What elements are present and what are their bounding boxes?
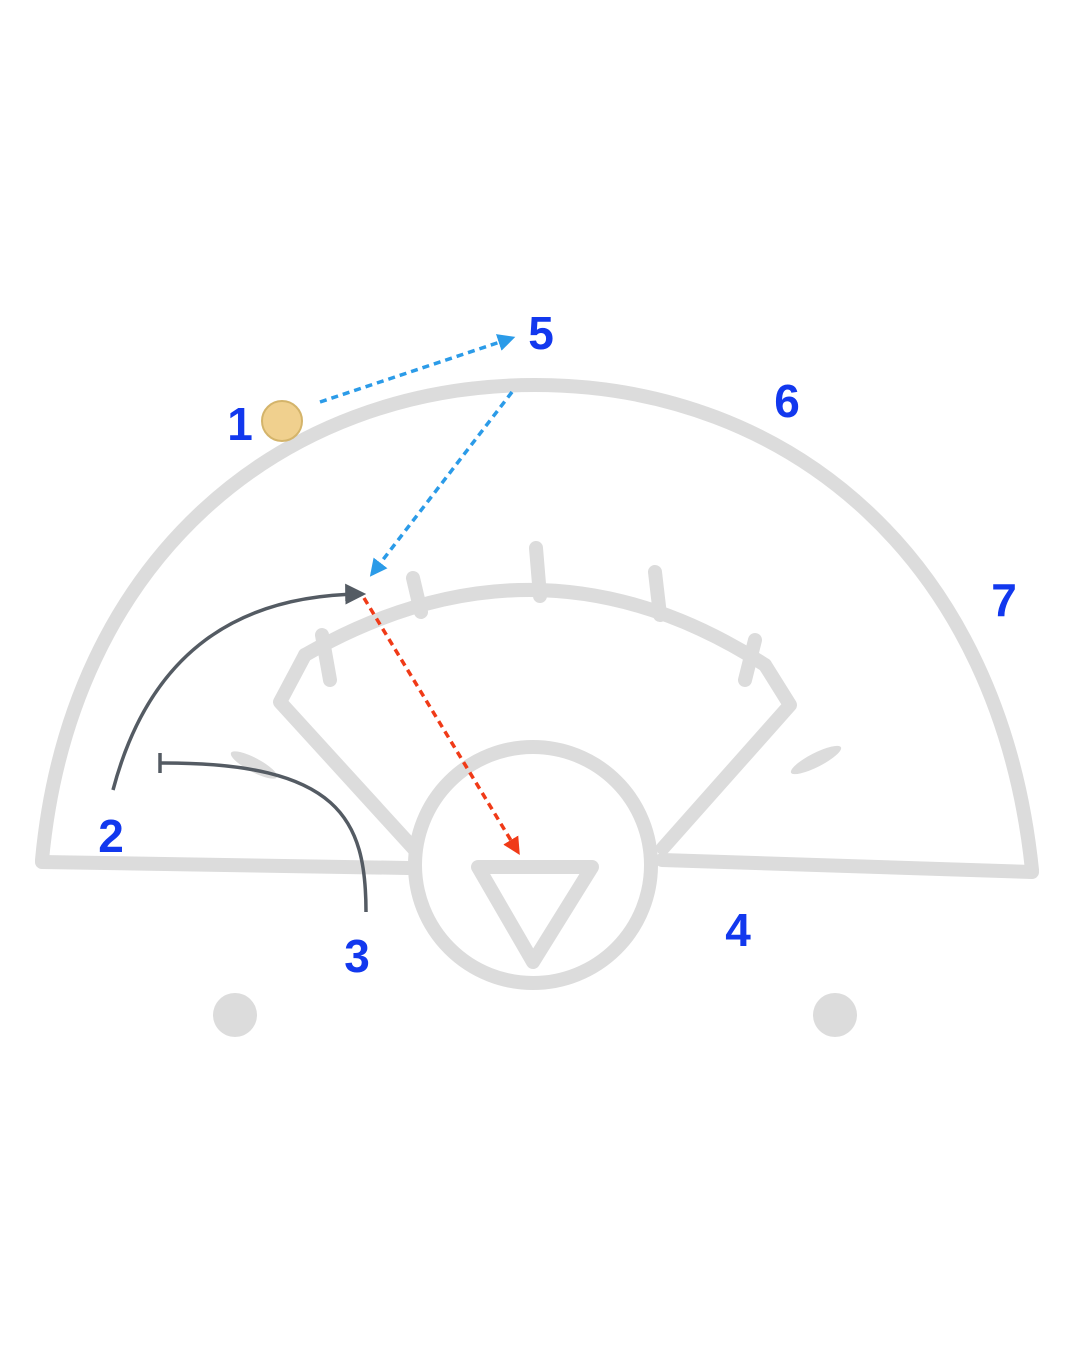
pass-5-to-2 — [369, 390, 514, 577]
play-actions — [111, 334, 520, 913]
cut-path-2 — [111, 583, 367, 791]
fan-side-right — [656, 658, 797, 855]
player-7-label: 7 — [991, 574, 1017, 626]
screen-path-3 — [159, 761, 368, 913]
ball — [261, 400, 303, 442]
player-4-label: 4 — [725, 904, 751, 956]
court-markings — [35, 378, 1039, 1037]
shot-to-goal — [362, 597, 520, 855]
fan-side-left — [273, 648, 422, 857]
player-3-label: 3 — [344, 930, 370, 982]
hash-mark-right — [790, 745, 842, 775]
goal-line-right — [655, 853, 1039, 879]
goal-crease — [408, 740, 658, 990]
player-2-label: 2 — [98, 810, 124, 862]
goal-triangle — [471, 860, 599, 969]
player-6-label: 6 — [774, 375, 800, 427]
goal-line-left — [35, 855, 415, 875]
outer-arc-line — [35, 378, 1039, 877]
player-labels: 1 2 3 4 5 6 7 — [98, 307, 1017, 982]
dot-right — [813, 993, 857, 1037]
hash-mark-left — [230, 751, 278, 779]
player-5-label: 5 — [528, 307, 554, 359]
fan-hash-marks — [315, 541, 762, 687]
dot-left — [213, 993, 257, 1037]
player-1-label: 1 — [227, 398, 253, 450]
fan-arc — [298, 582, 772, 672]
pass-1-to-5 — [319, 334, 516, 404]
